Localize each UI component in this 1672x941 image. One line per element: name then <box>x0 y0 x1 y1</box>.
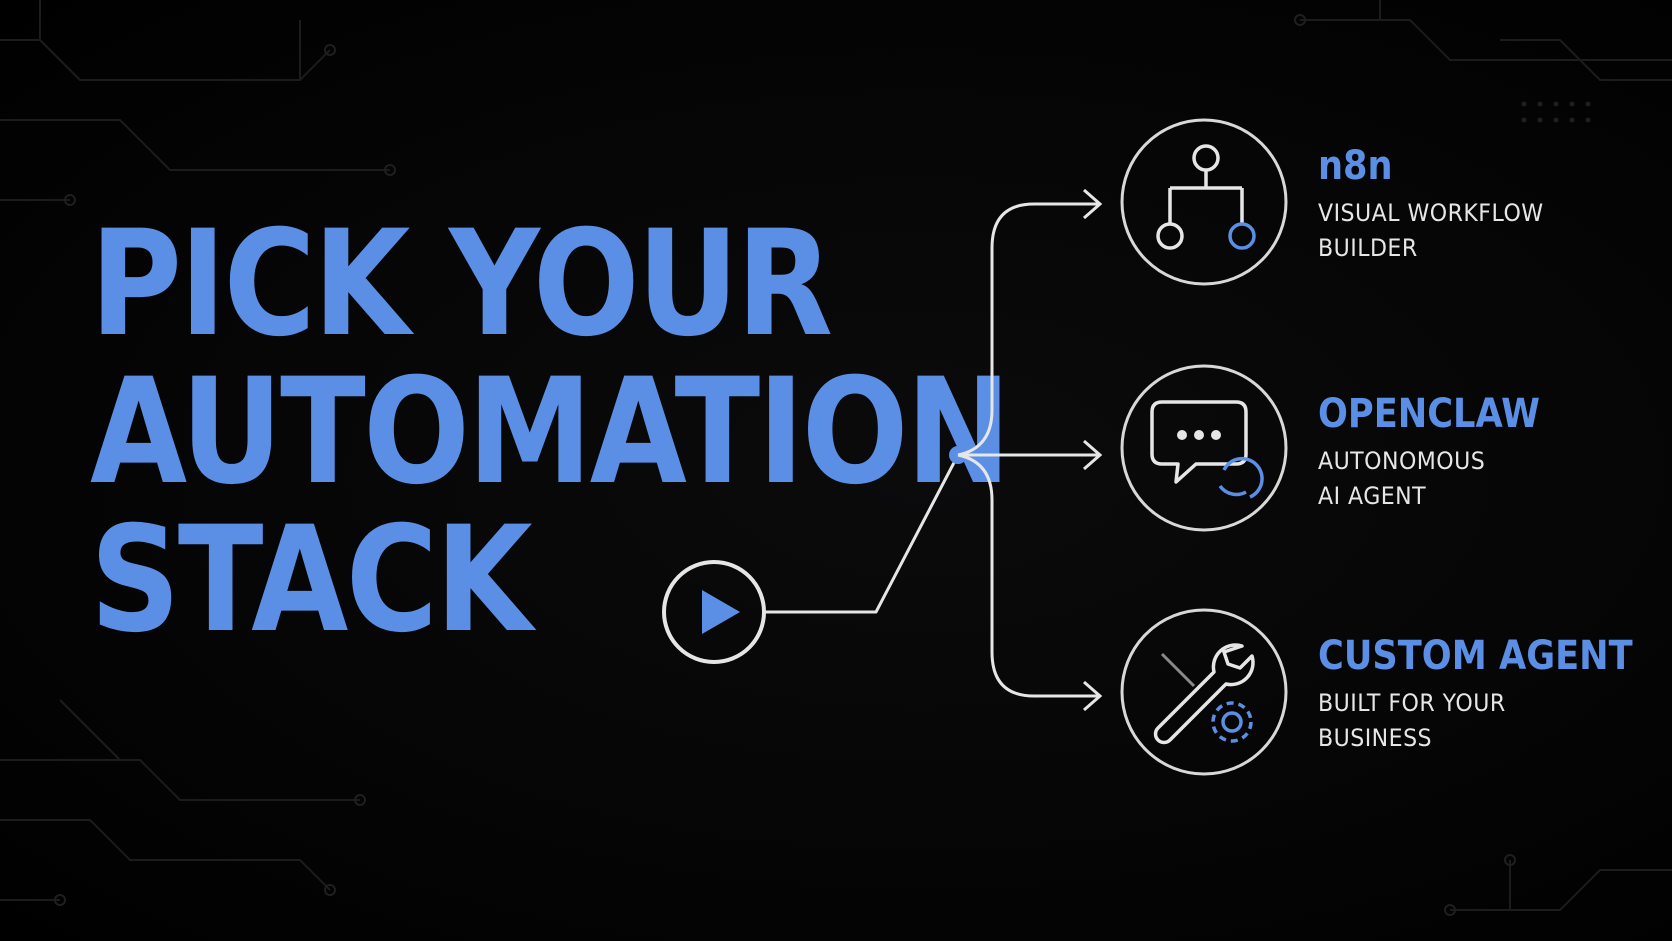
option-description-line: BUILT FOR YOUR <box>1318 689 1506 717</box>
branch-top <box>957 202 1098 457</box>
headline-line-2: AUTOMATION <box>90 347 1011 517</box>
option-title: CUSTOM AGENT <box>1318 633 1633 679</box>
option-title: n8n <box>1318 143 1393 189</box>
option-title: OPENCLAW <box>1318 391 1540 437</box>
option-openclaw: OPENCLAW AUTONOMOUS AI AGENT <box>1318 392 1658 514</box>
arrow-middle <box>1083 439 1103 471</box>
branch-bottom <box>957 453 1098 698</box>
arrow-bottom <box>1083 680 1103 712</box>
chat-bubble-icon <box>1120 364 1288 532</box>
play-icon <box>662 560 766 664</box>
workflow-nodes-icon <box>1120 118 1288 286</box>
option-description-line: VISUAL WORKFLOW <box>1318 199 1544 227</box>
connector-line-start <box>764 454 960 614</box>
wrench-gear-icon <box>1120 608 1288 776</box>
option-description: VISUAL WORKFLOW BUILDER <box>1318 196 1631 266</box>
option-description-line: AUTONOMOUS <box>1318 447 1486 475</box>
option-description-line: BUSINESS <box>1318 724 1433 752</box>
option-custom-agent: CUSTOM AGENT BUILT FOR YOUR BUSINESS <box>1318 634 1658 756</box>
option-description: BUILT FOR YOUR BUSINESS <box>1318 686 1631 756</box>
option-description: AUTONOMOUS AI AGENT <box>1318 444 1631 514</box>
option-description-line: AI AGENT <box>1318 482 1427 510</box>
arrow-top <box>1083 188 1103 220</box>
headline-line-1: PICK YOUR <box>90 199 833 369</box>
headline-line-3: STACK <box>90 495 533 665</box>
option-n8n: n8n VISUAL WORKFLOW BUILDER <box>1318 144 1658 266</box>
headline: PICK YOUR AUTOMATION STACK <box>90 199 1011 665</box>
option-description-line: BUILDER <box>1318 234 1418 262</box>
